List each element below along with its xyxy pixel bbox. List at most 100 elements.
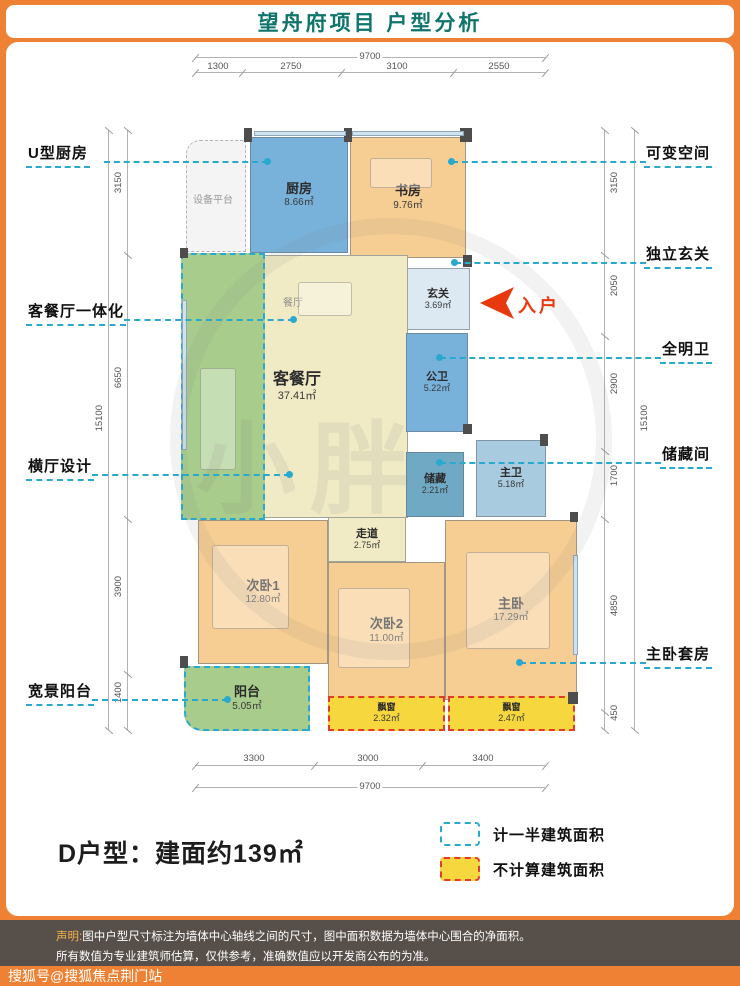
- disclaimer-text1: 图中户型尺寸标注为墙体中心轴线之间的尺寸，图中面积数据为墙体中心围合的净面积。: [82, 931, 531, 943]
- wall-segment: [540, 434, 548, 446]
- dimension-line: [191, 761, 550, 771]
- dim-label: 2900: [609, 371, 620, 397]
- wall-segment: [180, 248, 188, 258]
- room-master-bath: 主卫 5.18㎡: [476, 440, 546, 517]
- window-segment: [573, 555, 578, 655]
- room-foyer-name: 玄关: [427, 287, 449, 300]
- room-master-bath-name: 主卫: [500, 467, 522, 479]
- furniture-bed: [338, 588, 410, 668]
- dim-label: 3150: [113, 170, 124, 196]
- window-segment: [254, 131, 346, 136]
- dim-label: 1700: [609, 463, 620, 489]
- page-title: 望舟府项目 户型分析: [257, 11, 483, 35]
- annotation-master-suite: 主卧套房: [643, 643, 712, 669]
- dim-label: 2750: [278, 61, 304, 72]
- legend-item-half-area: 计一半建筑面积: [440, 822, 605, 846]
- annotation-dot: [436, 459, 443, 466]
- bay-window-left-area: 2.32㎡: [373, 713, 400, 723]
- annotation-leader-line: [440, 357, 661, 359]
- annotation-leader-line: [124, 319, 294, 321]
- annotation-dot: [286, 471, 293, 478]
- dim-label: 15100: [639, 403, 650, 434]
- wall-segment: [568, 692, 578, 704]
- legend-label-half-area: 计一半建筑面积: [493, 826, 606, 844]
- header-bar: 望舟府项目 户型分析: [6, 5, 734, 38]
- entry-label: 入户: [518, 296, 560, 316]
- legend-swatch-excluded-area: [440, 857, 480, 881]
- bay-window-right: 飘窗 2.47㎡: [448, 696, 575, 731]
- furniture-bed: [466, 552, 550, 649]
- room-balcony-name: 阳台: [233, 684, 260, 700]
- room-corridor-area: 2.75㎡: [353, 540, 381, 551]
- legend-label-excluded-area: 不计算建筑面积: [493, 861, 606, 879]
- annotation-leader-line: [455, 262, 646, 264]
- bay-window-left: 飘窗 2.32㎡: [328, 696, 445, 731]
- legend-swatch-half-area: [440, 822, 480, 846]
- room-bedroom1-area: 12.80㎡: [245, 594, 281, 606]
- room-master-bath-area: 5.18㎡: [497, 479, 525, 490]
- dim-label: 3150: [609, 170, 620, 196]
- furniture-dining-table: [298, 282, 352, 316]
- dimension-line: [104, 126, 114, 735]
- annotation-leader-line: [520, 662, 646, 664]
- legend: 计一半建筑面积 不计算建筑面积: [440, 822, 605, 881]
- room-balcony-area: 5.05㎡: [232, 700, 262, 712]
- annotation-leader-line: [92, 474, 290, 476]
- disclaimer-bar: 声明:图中户型尺寸标注为墙体中心轴线之间的尺寸，图中面积数据为墙体中心围合的净面…: [0, 920, 740, 966]
- annotation-dot: [516, 659, 523, 666]
- publisher-account: 搜狐号@搜狐焦点荆门站: [8, 968, 163, 984]
- disclaimer-prefix: 声明:: [56, 931, 83, 943]
- dim-label: 2550: [486, 61, 512, 72]
- dim-label: 1300: [205, 61, 231, 72]
- room-public-bath: 公卫 5.22㎡: [406, 333, 468, 432]
- room-foyer: 玄关 3.69㎡: [406, 268, 470, 330]
- dimension-line: [123, 126, 133, 735]
- wall-segment: [570, 512, 578, 522]
- furniture-sofa: [200, 368, 236, 470]
- room-living-name: 客餐厅: [272, 371, 321, 389]
- room-study-area: 9.76㎡: [393, 199, 423, 211]
- room-kitchen-area: 8.66㎡: [284, 197, 314, 209]
- annotation-dot: [290, 316, 297, 323]
- annotation-dot: [451, 259, 458, 266]
- room-foyer-area: 3.69㎡: [424, 299, 452, 310]
- room-corridor-name: 走道: [356, 528, 378, 540]
- dim-label: 3000: [355, 753, 381, 764]
- furniture-bed: [212, 545, 289, 629]
- room-kitchen-name: 厨房: [285, 180, 312, 196]
- room-bedroom2: 次卧2 11.00㎡: [328, 562, 445, 699]
- disclaimer-line1: 声明:图中户型尺寸标注为墙体中心轴线之间的尺寸，图中面积数据为墙体中心围合的净面…: [56, 927, 720, 947]
- annotation-integrated-living-dining: 客餐厅一体化: [26, 300, 127, 326]
- dimension-line: [600, 126, 610, 735]
- bay-window-left-name: 飘窗: [377, 702, 396, 713]
- annotation-leader-line: [452, 161, 646, 163]
- dim-label: 9700: [357, 781, 383, 792]
- dimension-line: [191, 68, 550, 78]
- room-storage-name: 储藏: [424, 473, 446, 485]
- annotation-horizontal-hall: 横厅设计: [26, 455, 95, 481]
- room-bedroom2-name: 次卧2: [369, 616, 404, 632]
- room-master-bedroom: 主卧 17.29㎡: [445, 520, 577, 700]
- annotation-leader-line: [92, 699, 228, 701]
- dim-label: 1400: [113, 680, 124, 706]
- room-study-name: 书房: [394, 183, 421, 199]
- room-public-bath-area: 5.22㎡: [423, 383, 451, 394]
- room-storage-area: 2.21㎡: [421, 485, 449, 496]
- annotation-dot: [264, 158, 271, 165]
- dim-label: 15100: [94, 403, 105, 434]
- equipment-platform-label: 设备平台: [193, 195, 233, 206]
- room-bedroom2-area: 11.00㎡: [369, 632, 404, 644]
- annotation-dot: [448, 158, 455, 165]
- room-public-bath-name: 公卫: [426, 371, 448, 383]
- window-segment: [182, 300, 187, 450]
- annotation-dot: [224, 696, 231, 703]
- annotation-u-shaped-kitchen: U型厨房: [26, 142, 90, 168]
- room-bedroom1: 次卧1 12.80㎡: [198, 520, 328, 664]
- annotation-daylight-bathroom: 全明卫: [659, 338, 712, 364]
- annotation-leader-line: [104, 161, 268, 163]
- window-segment: [352, 131, 464, 136]
- furniture-desk: [370, 158, 432, 188]
- dimension-line: [630, 126, 640, 735]
- unit-summary: D户型：建面约139㎡: [58, 840, 304, 868]
